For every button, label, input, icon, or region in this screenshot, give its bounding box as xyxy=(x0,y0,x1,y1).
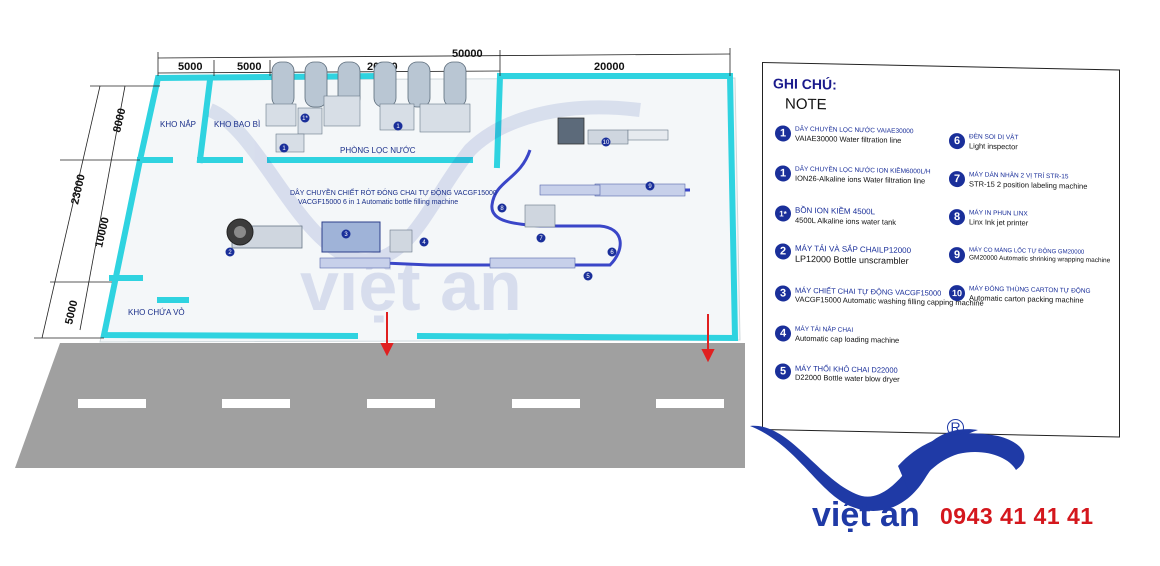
legend-number: 9 xyxy=(949,246,965,264)
legend-subtitle: NOTE xyxy=(785,95,827,114)
svg-text:1: 1 xyxy=(396,124,400,130)
svg-text:1*: 1* xyxy=(302,116,308,122)
svg-text:9: 9 xyxy=(648,184,652,190)
marker-3: 3 xyxy=(341,229,351,239)
legend-number: 5 xyxy=(775,363,791,380)
dim-top-a: 5000 xyxy=(178,61,202,73)
svg-text:3: 3 xyxy=(344,232,348,238)
legend-number: 7 xyxy=(949,170,965,188)
legend-number: 1* xyxy=(775,205,791,222)
marker-4: 4 xyxy=(419,237,429,247)
marker-2: 2 xyxy=(225,247,235,257)
svg-text:7: 7 xyxy=(539,236,543,242)
phone-number: 0943 41 41 41 xyxy=(940,503,1094,529)
svg-text:1: 1 xyxy=(282,146,286,152)
marker-10: 10 xyxy=(601,137,611,147)
legend-en: STR-15 2 position labeling machine xyxy=(969,179,1088,191)
marker-5: 5 xyxy=(583,271,593,281)
marker-6: 6 xyxy=(607,247,617,257)
water-filtration-line xyxy=(265,61,471,153)
legend-number: 4 xyxy=(775,325,791,342)
dim-top-d: 20000 xyxy=(594,61,625,73)
legend-en: LP12000 Bottle unscrambler xyxy=(795,253,909,266)
conveyor-rails xyxy=(319,183,686,269)
marker-1star: 1* xyxy=(300,113,310,123)
svg-text:6: 6 xyxy=(610,250,614,256)
room-kho-chua-vo: KHO CHỨA VỎ xyxy=(128,308,185,317)
dimension-lines xyxy=(34,48,731,339)
road-lane-markings xyxy=(78,399,724,408)
svg-text:10: 10 xyxy=(603,140,610,146)
dim-left-b: 10000 xyxy=(93,216,112,249)
legend-en: VAIAE30000 Water filtration line xyxy=(795,133,902,145)
marker-7: 7 xyxy=(536,233,546,243)
brand-logo-mark xyxy=(750,425,1025,511)
legend-number: 6 xyxy=(949,132,965,150)
legend-en: Automatic cap loading machine xyxy=(795,333,900,345)
legend-number: 2 xyxy=(775,243,791,260)
legend-box: GHI CHÚ: NOTE 1 DÂY CHUYỀN LỌC NƯỚC VAIA… xyxy=(762,62,1120,438)
factory-floor-plan: 5000 5000 20000 50000 20000 23000 8000 1… xyxy=(15,48,745,468)
legend-title: GHI CHÚ: xyxy=(773,75,837,93)
dim-left-total: 23000 xyxy=(69,173,88,206)
entrance-arrows xyxy=(380,312,715,363)
legend-number: 10 xyxy=(949,284,965,302)
room-phong-loc: PHÒNG LỌC NƯỚC xyxy=(340,146,416,155)
marker-8: 8 xyxy=(497,203,507,213)
legend-number: 8 xyxy=(949,208,965,226)
filling-machine xyxy=(226,218,413,253)
legend-en: GM20000 Automatic shrinking wrapping mac… xyxy=(969,254,1111,265)
legend-en: Automatic carton packing machine xyxy=(969,293,1084,305)
line-title: DÂY CHUYỀN CHIẾT RÓT ĐÓNG CHAI TỰ ĐỘNG V… xyxy=(290,187,497,197)
marker-1a: 1 xyxy=(279,143,289,153)
legend-number: 1 xyxy=(775,125,791,142)
registered-mark: R xyxy=(947,419,964,436)
svg-text:4: 4 xyxy=(422,240,426,246)
room-kho-bao-bi: KHO BAO BÌ xyxy=(214,120,260,129)
equipment-markers: 1 1 1* 2 3 4 5 6 7 8 9 10 xyxy=(225,113,655,281)
dim-left-c: 5000 xyxy=(63,299,80,326)
legend-en: Light inspector xyxy=(969,141,1018,152)
svg-text:5: 5 xyxy=(586,274,590,280)
svg-text:2: 2 xyxy=(228,250,232,256)
legend-en: 4500L Alkaline ions water tank xyxy=(795,215,897,227)
legend-en: Linx Ink jet printer xyxy=(969,217,1029,228)
legend-en: D22000 Bottle water blow dryer xyxy=(795,372,900,384)
dim-top-total: 50000 xyxy=(452,48,483,60)
legend-en: ION26-Alkaline ions Water filtration lin… xyxy=(795,173,926,186)
dim-top-b: 5000 xyxy=(237,61,261,73)
brand-name: việt an xyxy=(812,496,920,534)
marker-1b: 1 xyxy=(393,121,403,131)
legend-number: 1 xyxy=(775,165,791,182)
line-subtitle: VACGF15000 6 in 1 Automatic bottle filli… xyxy=(298,199,458,206)
room-kho-nap: KHO NẮP xyxy=(160,120,196,129)
marker-9: 9 xyxy=(645,181,655,191)
dim-left-a: 8000 xyxy=(111,107,128,134)
legend-number: 3 xyxy=(775,285,791,302)
carton-packing-machine xyxy=(524,117,669,228)
svg-text:8: 8 xyxy=(500,206,504,212)
